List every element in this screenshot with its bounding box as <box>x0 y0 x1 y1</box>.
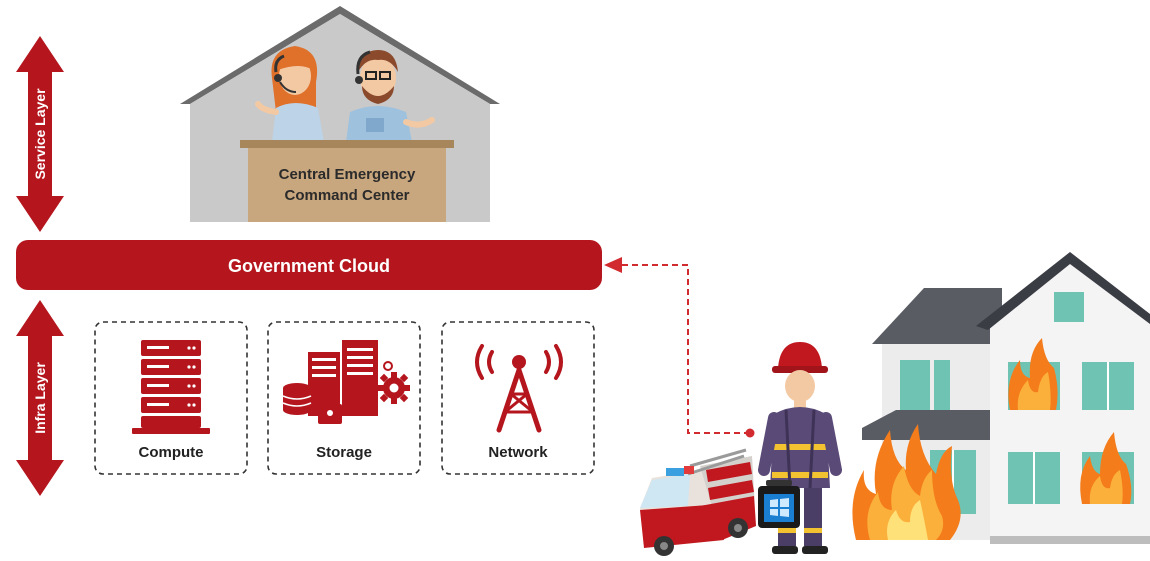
desk-top <box>240 140 454 148</box>
compute-box: Compute <box>94 321 248 475</box>
command-center-line2: Command Center <box>284 187 409 204</box>
operator-female <box>255 46 324 142</box>
storage-label: Storage <box>316 444 372 461</box>
desk-front <box>248 148 446 222</box>
firefighter-icon <box>758 342 842 554</box>
double-arrow-icon <box>16 36 64 232</box>
infra-layer-arrow: Infra Layer <box>16 300 64 496</box>
government-cloud-bar: Government Cloud <box>16 240 602 290</box>
fire-truck-icon <box>640 448 756 556</box>
network-label: Network <box>488 444 548 461</box>
arrow-head-icon <box>604 257 622 273</box>
tablet-icon <box>758 480 800 528</box>
government-cloud-label: Government Cloud <box>228 256 390 276</box>
storage-icon <box>282 340 378 416</box>
connector-dot <box>745 428 755 438</box>
service-layer-label: Service Layer <box>32 88 48 180</box>
gear-icon <box>378 361 410 404</box>
data-link-connector <box>604 257 755 438</box>
cell-tower-icon <box>475 344 563 433</box>
flames <box>852 338 1132 540</box>
compute-label: Compute <box>139 444 204 461</box>
double-arrow-icon <box>16 300 64 496</box>
command-center-house: Central Emergency Command Center <box>180 6 500 222</box>
service-layer-arrow: Service Layer <box>16 36 64 232</box>
command-center-line1: Central Emergency <box>279 166 416 183</box>
lock-icon <box>318 388 342 424</box>
network-box: Network <box>441 321 595 475</box>
tower-top <box>512 355 526 369</box>
infra-layer-label: Infra Layer <box>32 362 48 434</box>
operator-male <box>346 50 435 142</box>
burning-house-icon <box>852 252 1150 544</box>
storage-box: Storage <box>267 321 421 475</box>
server-rack-icon <box>132 340 210 434</box>
